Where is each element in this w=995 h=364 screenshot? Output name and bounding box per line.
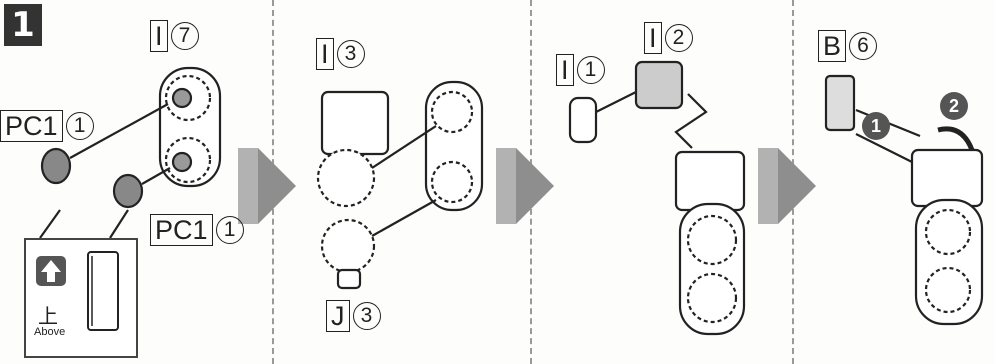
part-qty: 7 — [170, 22, 199, 50]
above-text: Above — [34, 326, 66, 338]
part-label-i7: I 7 — [150, 20, 199, 52]
part-code: I — [150, 20, 168, 52]
part-label-i2: I 2 — [644, 22, 693, 54]
part-code: J — [326, 300, 350, 332]
part-code: I — [316, 38, 334, 70]
step-number: 1 — [4, 4, 42, 46]
order-badge-2: 2 — [940, 92, 968, 120]
part-label-i3: I 3 — [316, 38, 365, 70]
part-code: PC1 — [0, 110, 63, 142]
part-code: I — [644, 22, 662, 54]
up-arrow-icon — [36, 251, 119, 331]
next-arrow-1 — [238, 148, 296, 224]
part-code: PC1 — [150, 214, 213, 246]
part-qty: 3 — [352, 302, 381, 330]
next-arrow-3 — [758, 148, 816, 224]
part-label-pc1-a: PC1 1 — [0, 110, 94, 142]
part-qty: 1 — [65, 112, 94, 140]
part-qty: 3 — [336, 40, 365, 68]
pc1-cap-2 — [112, 173, 144, 209]
pc1-cap-1 — [40, 147, 72, 185]
part-qty: 2 — [664, 24, 693, 52]
order-badge-1: 1 — [862, 112, 890, 140]
orientation-inset: 上 Above — [24, 238, 138, 358]
part-label-pc1-b: PC1 1 — [150, 214, 244, 246]
part-qty: 1 — [215, 216, 244, 244]
next-arrow-2 — [496, 148, 554, 224]
part-qty: 1 — [576, 56, 605, 84]
part-qty: 6 — [849, 32, 878, 60]
part-label-j3: J 3 — [326, 300, 381, 332]
part-label-i1: I 1 — [556, 54, 605, 86]
part-label-b6: B 6 — [818, 30, 878, 62]
part-code: B — [818, 30, 847, 62]
part-code: I — [556, 54, 574, 86]
above-kanji: 上 — [38, 304, 58, 328]
